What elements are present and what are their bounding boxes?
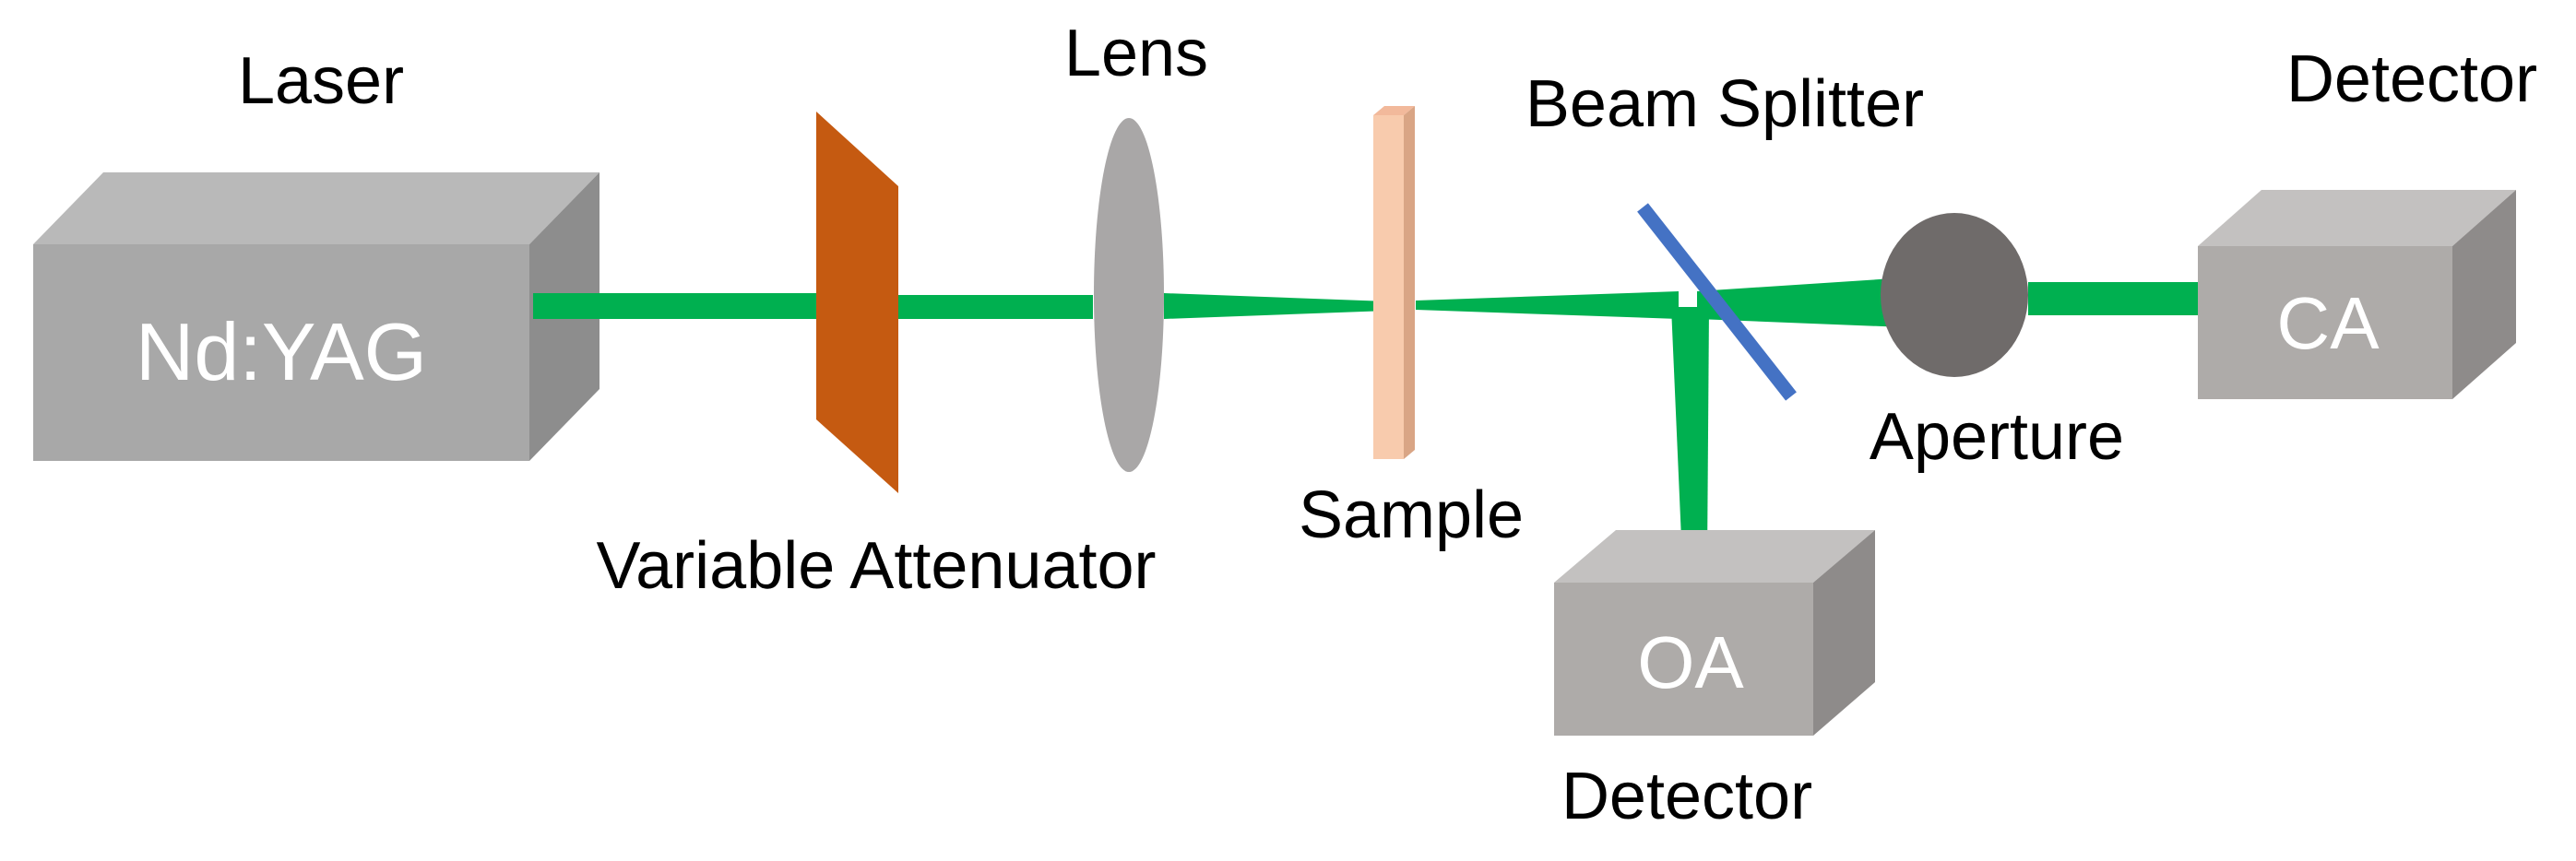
laser-model-label: Nd:YAG	[136, 306, 427, 397]
laser-box: Nd:YAG	[33, 172, 599, 461]
sample-label: Sample	[1299, 478, 1524, 552]
laser-beam	[533, 275, 2198, 560]
detector-ca-box: CA	[2198, 190, 2516, 399]
laser-title: Laser	[238, 44, 404, 118]
detector-ca-label: CA	[2276, 282, 2380, 364]
beam-splitter-label: Beam Splitter	[1525, 67, 1924, 141]
aperture	[1881, 213, 2028, 377]
attenuator-label: Variable Attenuator	[596, 529, 1156, 603]
detector-oa-box: OA	[1554, 530, 1875, 736]
lens	[1094, 118, 1164, 472]
detector-ca-title: Detector	[2286, 42, 2537, 116]
detector-oa-label: OA	[1637, 621, 1744, 703]
sample	[1373, 106, 1415, 459]
detector-oa-title: Detector	[1561, 760, 1812, 833]
aperture-label: Aperture	[1870, 400, 2124, 474]
variable-attenuator	[816, 112, 898, 493]
lens-label: Lens	[1064, 17, 1208, 90]
beam-splitter	[1637, 203, 1797, 401]
